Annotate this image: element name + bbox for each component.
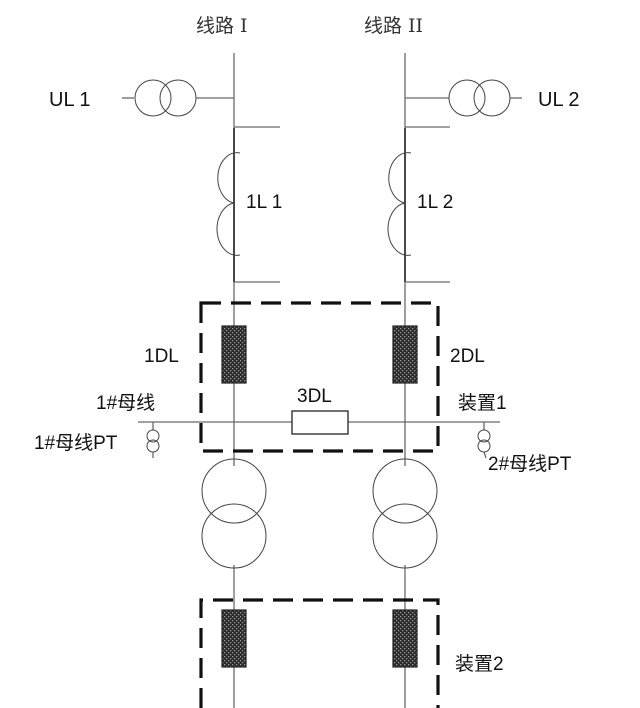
breaker-1dl bbox=[221, 325, 247, 384]
breaker-lower-2 bbox=[392, 609, 418, 668]
main-transformer-2 bbox=[372, 458, 438, 569]
reactor-1l1 bbox=[216, 126, 280, 283]
line-2-label: 线路 II bbox=[364, 15, 423, 37]
breaker-2dl-label: 2DL bbox=[450, 346, 485, 367]
device-2-box bbox=[199, 598, 440, 708]
breaker-lower-1 bbox=[221, 609, 247, 668]
reactor-1l1-label: 1L 1 bbox=[246, 192, 282, 213]
device-1-label: 装置1 bbox=[458, 392, 507, 414]
bus-1-pt-symbol bbox=[146, 422, 160, 458]
ul1-transformer bbox=[122, 79, 234, 117]
bus-2-pt-symbol bbox=[477, 422, 491, 459]
reactor-1l2 bbox=[387, 126, 450, 283]
line-1-label: 线路 I bbox=[196, 15, 248, 37]
bus-1-label: 1#母线 bbox=[96, 392, 155, 414]
breaker-1dl-label: 1DL bbox=[144, 346, 179, 367]
ul1-label: UL 1 bbox=[49, 89, 91, 111]
bus-1-pt-label: 1#母线PT bbox=[34, 432, 118, 454]
main-transformer-1 bbox=[201, 458, 267, 569]
bus-2-pt-label: 2#母线PT bbox=[488, 453, 572, 475]
breaker-3dl-label: 3DL bbox=[297, 386, 332, 407]
reactor-1l2-label: 1L 2 bbox=[417, 192, 453, 213]
breaker-2dl bbox=[392, 325, 418, 384]
breaker-3dl bbox=[291, 410, 349, 435]
device-1-box bbox=[199, 301, 440, 453]
device-2-label: 装置2 bbox=[455, 653, 504, 675]
ul2-transformer bbox=[405, 79, 522, 117]
bus-1-text: 1#母线 bbox=[96, 392, 155, 414]
ul2-label: UL 2 bbox=[538, 89, 580, 111]
